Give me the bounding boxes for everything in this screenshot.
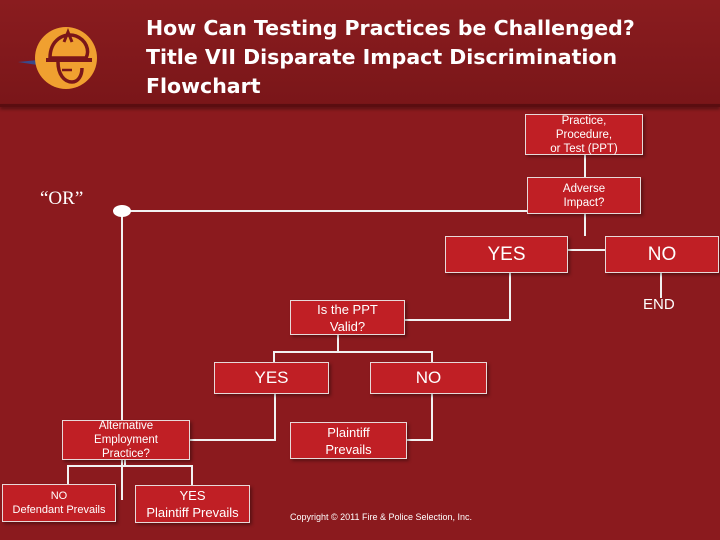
connector-alt-branches <box>67 465 193 487</box>
valid-no-box: NO <box>370 362 487 394</box>
title-divider <box>0 104 720 107</box>
company-logo <box>14 18 100 98</box>
adverse-impact-label: Adverse Impact? <box>562 182 606 209</box>
or-junction-dot <box>113 205 131 217</box>
title-line-3: Flowchart <box>146 74 261 98</box>
connector-yes-valid <box>405 264 511 321</box>
or-label: “OR” <box>40 188 84 209</box>
valid-no-label: NO <box>415 368 442 387</box>
defendant-prevails-box: NO Defendant Prevails <box>2 484 116 522</box>
alt-plaintiff-prevails-box: YES Plaintiff Prevails <box>135 485 250 523</box>
title-line-2: Title VII Disparate Impact Discriminatio… <box>146 45 618 69</box>
alternative-practice-box: Alternative Employment Practice? <box>62 420 190 460</box>
page-title: How Can Testing Practices be Challenged?… <box>146 14 706 101</box>
title-bar <box>0 0 720 104</box>
plaintiff-prevails-box: Plaintiff Prevails <box>290 422 407 459</box>
ppt-valid-box: Is the PPT Valid? <box>290 300 405 335</box>
adverse-impact-box: Adverse Impact? <box>527 177 641 214</box>
valid-yes-box: YES <box>214 362 329 394</box>
adverse-yes-box: YES <box>445 236 568 273</box>
ppt-valid-label: Is the PPT Valid? <box>317 301 378 334</box>
valid-yes-label: YES <box>254 368 289 387</box>
firefighter-helmet-icon <box>18 27 97 89</box>
alt-plaintiff-prevails-label: YES Plaintiff Prevails <box>146 488 239 520</box>
alternative-practice-label: Alternative Employment Practice? <box>94 420 158 460</box>
defendant-prevails-label: NO Defendant Prevails <box>12 490 106 516</box>
adverse-yes-label: YES <box>487 243 526 265</box>
adverse-no-box: NO <box>605 236 719 273</box>
connector-yes-alternative <box>190 394 276 441</box>
title-line-1: How Can Testing Practices be Challenged? <box>146 16 635 40</box>
copyright-notice: Copyright © 2011 Fire & Police Selection… <box>290 512 473 522</box>
adverse-no-label: NO <box>647 243 677 265</box>
practice-label: Practice, Procedure, or Test (PPT) <box>550 114 618 155</box>
practice-box: Practice, Procedure, or Test (PPT) <box>525 114 643 155</box>
plaintiff-prevails-label: Plaintiff Prevails <box>325 424 372 457</box>
end-label: END <box>643 296 675 313</box>
